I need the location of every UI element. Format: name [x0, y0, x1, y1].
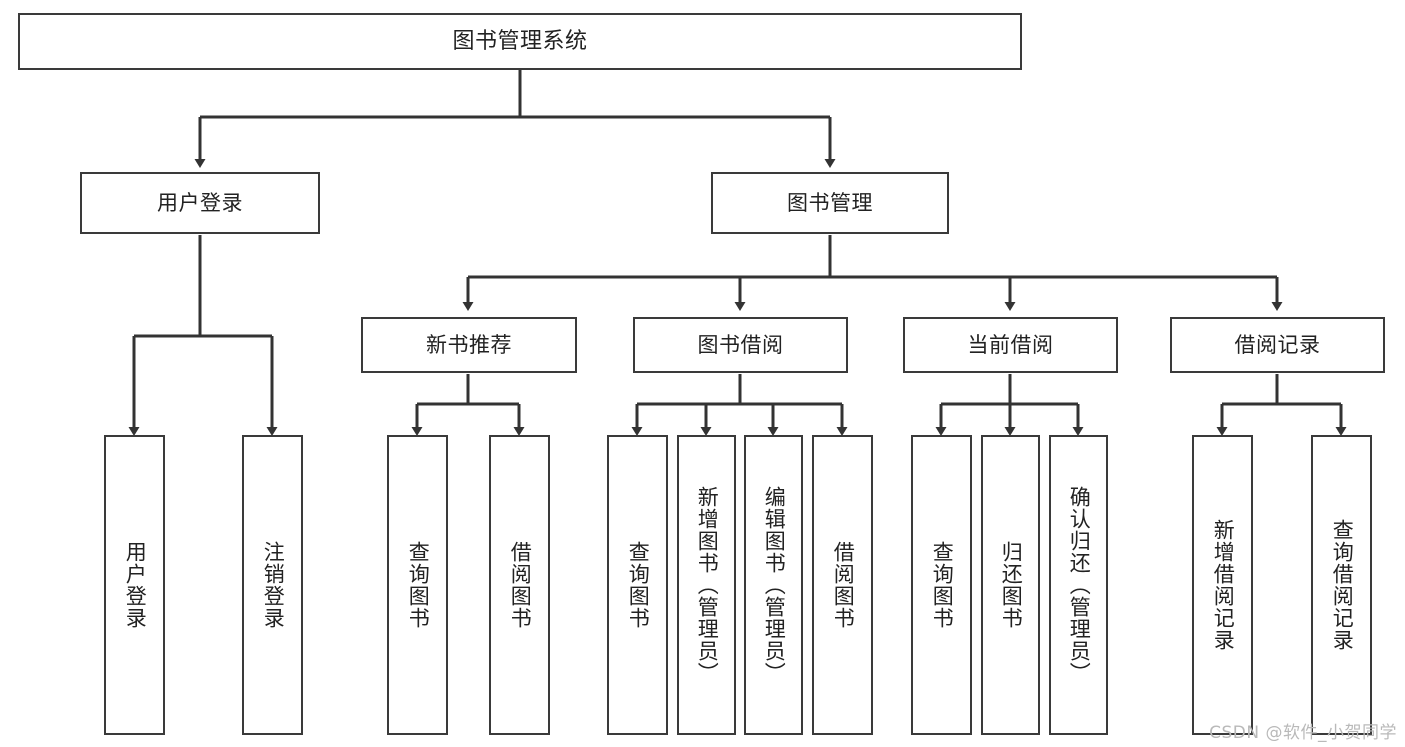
node-book-management[interactable]: 图书管理 — [711, 172, 949, 234]
node-user-login[interactable]: 用户登录 — [80, 172, 320, 234]
leaf-borrow-edit-book-admin[interactable]: 编辑图书（管理员） — [744, 435, 803, 735]
node-label: 查询借阅记录 — [1330, 519, 1355, 651]
leaf-borrow-borrow-book[interactable]: 借阅图书 — [812, 435, 873, 735]
node-label: 图书借阅 — [697, 332, 784, 357]
node-current-borrow[interactable]: 当前借阅 — [903, 317, 1118, 373]
node-label: 查询图书 — [930, 541, 955, 629]
node-label: 借阅图书 — [508, 541, 533, 629]
node-label: 编辑图书（管理员） — [762, 486, 787, 684]
node-label: 用户登录 — [157, 190, 243, 215]
leaf-user-login-login[interactable]: 用户登录 — [104, 435, 165, 735]
leaf-record-query-record[interactable]: 查询借阅记录 — [1311, 435, 1372, 735]
node-label: 确认归还（管理员） — [1067, 486, 1092, 684]
node-label: 新增图书（管理员） — [695, 486, 720, 684]
leaf-current-return-book[interactable]: 归还图书 — [981, 435, 1040, 735]
node-label: 当前借阅 — [967, 332, 1054, 357]
leaf-current-confirm-return-admin[interactable]: 确认归还（管理员） — [1049, 435, 1108, 735]
watermark-text: CSDN @软件_小贺同学 — [1209, 723, 1397, 743]
node-label: 用户登录 — [123, 541, 148, 629]
leaf-recommend-query-book[interactable]: 查询图书 — [387, 435, 448, 735]
node-label: 图书管理系统 — [452, 28, 588, 54]
leaf-borrow-query-book[interactable]: 查询图书 — [607, 435, 668, 735]
node-label: 查询图书 — [626, 541, 651, 629]
node-label: 归还图书 — [999, 541, 1024, 629]
node-label: 新书推荐 — [426, 332, 512, 357]
leaf-user-login-logout[interactable]: 注销登录 — [242, 435, 303, 735]
node-label: 借阅图书 — [831, 541, 856, 629]
node-root-system[interactable]: 图书管理系统 — [18, 13, 1022, 70]
node-label: 查询图书 — [406, 541, 431, 629]
leaf-recommend-borrow-book[interactable]: 借阅图书 — [489, 435, 550, 735]
leaf-current-query-book[interactable]: 查询图书 — [911, 435, 972, 735]
leaf-record-add-record[interactable]: 新增借阅记录 — [1192, 435, 1253, 735]
node-book-borrow[interactable]: 图书借阅 — [633, 317, 848, 373]
node-label: 图书管理 — [787, 190, 873, 215]
node-label: 借阅记录 — [1234, 332, 1321, 357]
node-label: 新增借阅记录 — [1211, 519, 1236, 651]
node-new-book-recommend[interactable]: 新书推荐 — [361, 317, 577, 373]
node-borrow-record[interactable]: 借阅记录 — [1170, 317, 1385, 373]
leaf-borrow-add-book-admin[interactable]: 新增图书（管理员） — [677, 435, 736, 735]
node-label: 注销登录 — [261, 541, 286, 629]
